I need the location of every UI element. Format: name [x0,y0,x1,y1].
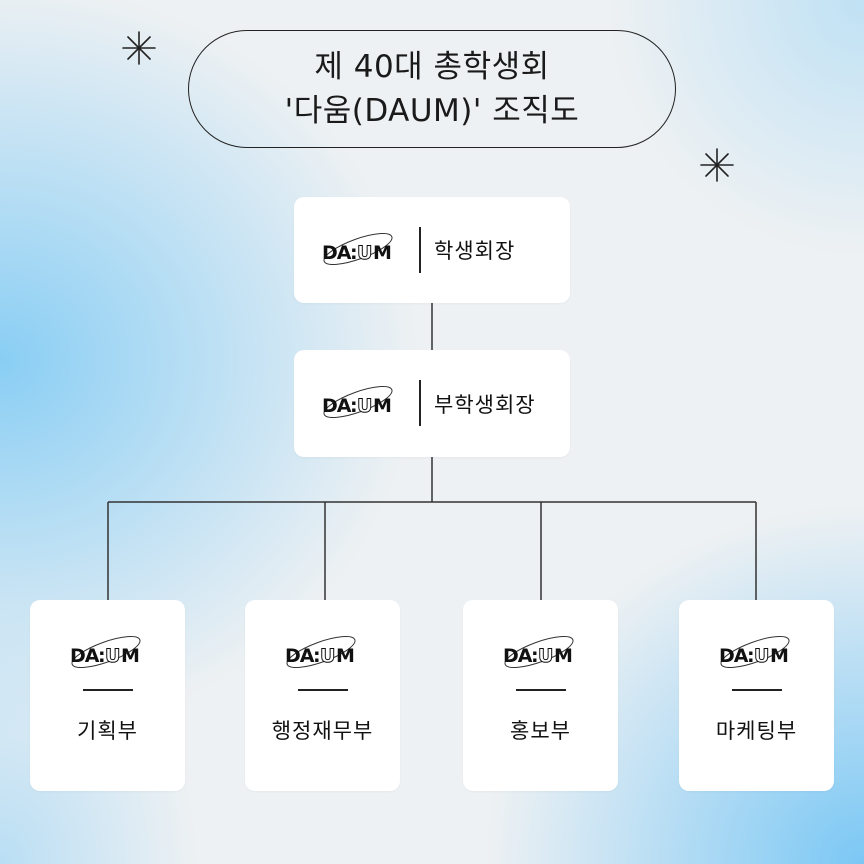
department-box-planning: DA : U M 기획부 [30,600,185,791]
svg-text:U: U [538,645,553,667]
divider [419,380,421,426]
sparkle-icon [122,31,156,65]
department-label: 마케팅부 [715,719,798,743]
sparkle-icon [700,148,734,182]
svg-text::: : [98,645,106,667]
svg-text:M: M [373,242,392,264]
svg-text::: : [350,242,358,264]
divider [82,689,133,691]
department-box-admin-finance: DA : U M 행정재무부 [245,600,400,791]
svg-text:U: U [320,645,335,667]
divider [297,689,348,691]
svg-text:DA: DA [322,242,352,264]
svg-text:DA: DA [285,645,315,667]
svg-text:M: M [373,395,392,417]
vice-president-box: DA : U M 부학생회장 [294,350,570,457]
divider [515,689,566,691]
svg-text::: : [350,395,358,417]
department-label: 홍보부 [510,719,571,743]
divider [419,227,421,273]
svg-text:DA: DA [719,645,749,667]
daum-logo-icon: DA : U M [285,636,356,668]
svg-text:U: U [357,395,372,417]
title-pill: 제 40대 총학생회 '다움(DAUM)' 조직도 [188,30,676,148]
svg-text:M: M [336,645,355,667]
title-line-2: '다움(DAUM)' 조직도 [284,93,580,129]
daum-logo-icon: DA : U M [322,233,393,265]
svg-text:DA: DA [503,645,533,667]
svg-text:M: M [554,645,573,667]
svg-text:U: U [105,645,120,667]
title-line-1: 제 40대 총학생회 [314,49,550,85]
daum-logo-icon: DA : U M [719,636,790,668]
department-box-marketing: DA : U M 마케팅부 [679,600,834,791]
vice-president-label: 부학생회장 [434,392,536,417]
svg-text:U: U [357,242,372,264]
president-box: DA : U M 학생회장 [294,197,570,303]
svg-text:M: M [121,645,140,667]
department-label: 행정재무부 [271,719,374,743]
department-box-pr: DA : U M 홍보부 [463,600,618,791]
daum-logo-icon: DA : U M [322,386,393,418]
svg-text::: : [747,645,755,667]
svg-text::: : [313,645,321,667]
svg-text:DA: DA [322,395,352,417]
svg-text:M: M [770,645,789,667]
daum-logo-icon: DA : U M [70,636,141,668]
daum-logo-icon: DA : U M [503,636,574,668]
svg-text:DA: DA [70,645,100,667]
president-label: 학생회장 [434,239,516,263]
svg-text:U: U [754,645,769,667]
department-label: 기획부 [77,719,138,743]
svg-text::: : [531,645,539,667]
divider [731,689,782,691]
